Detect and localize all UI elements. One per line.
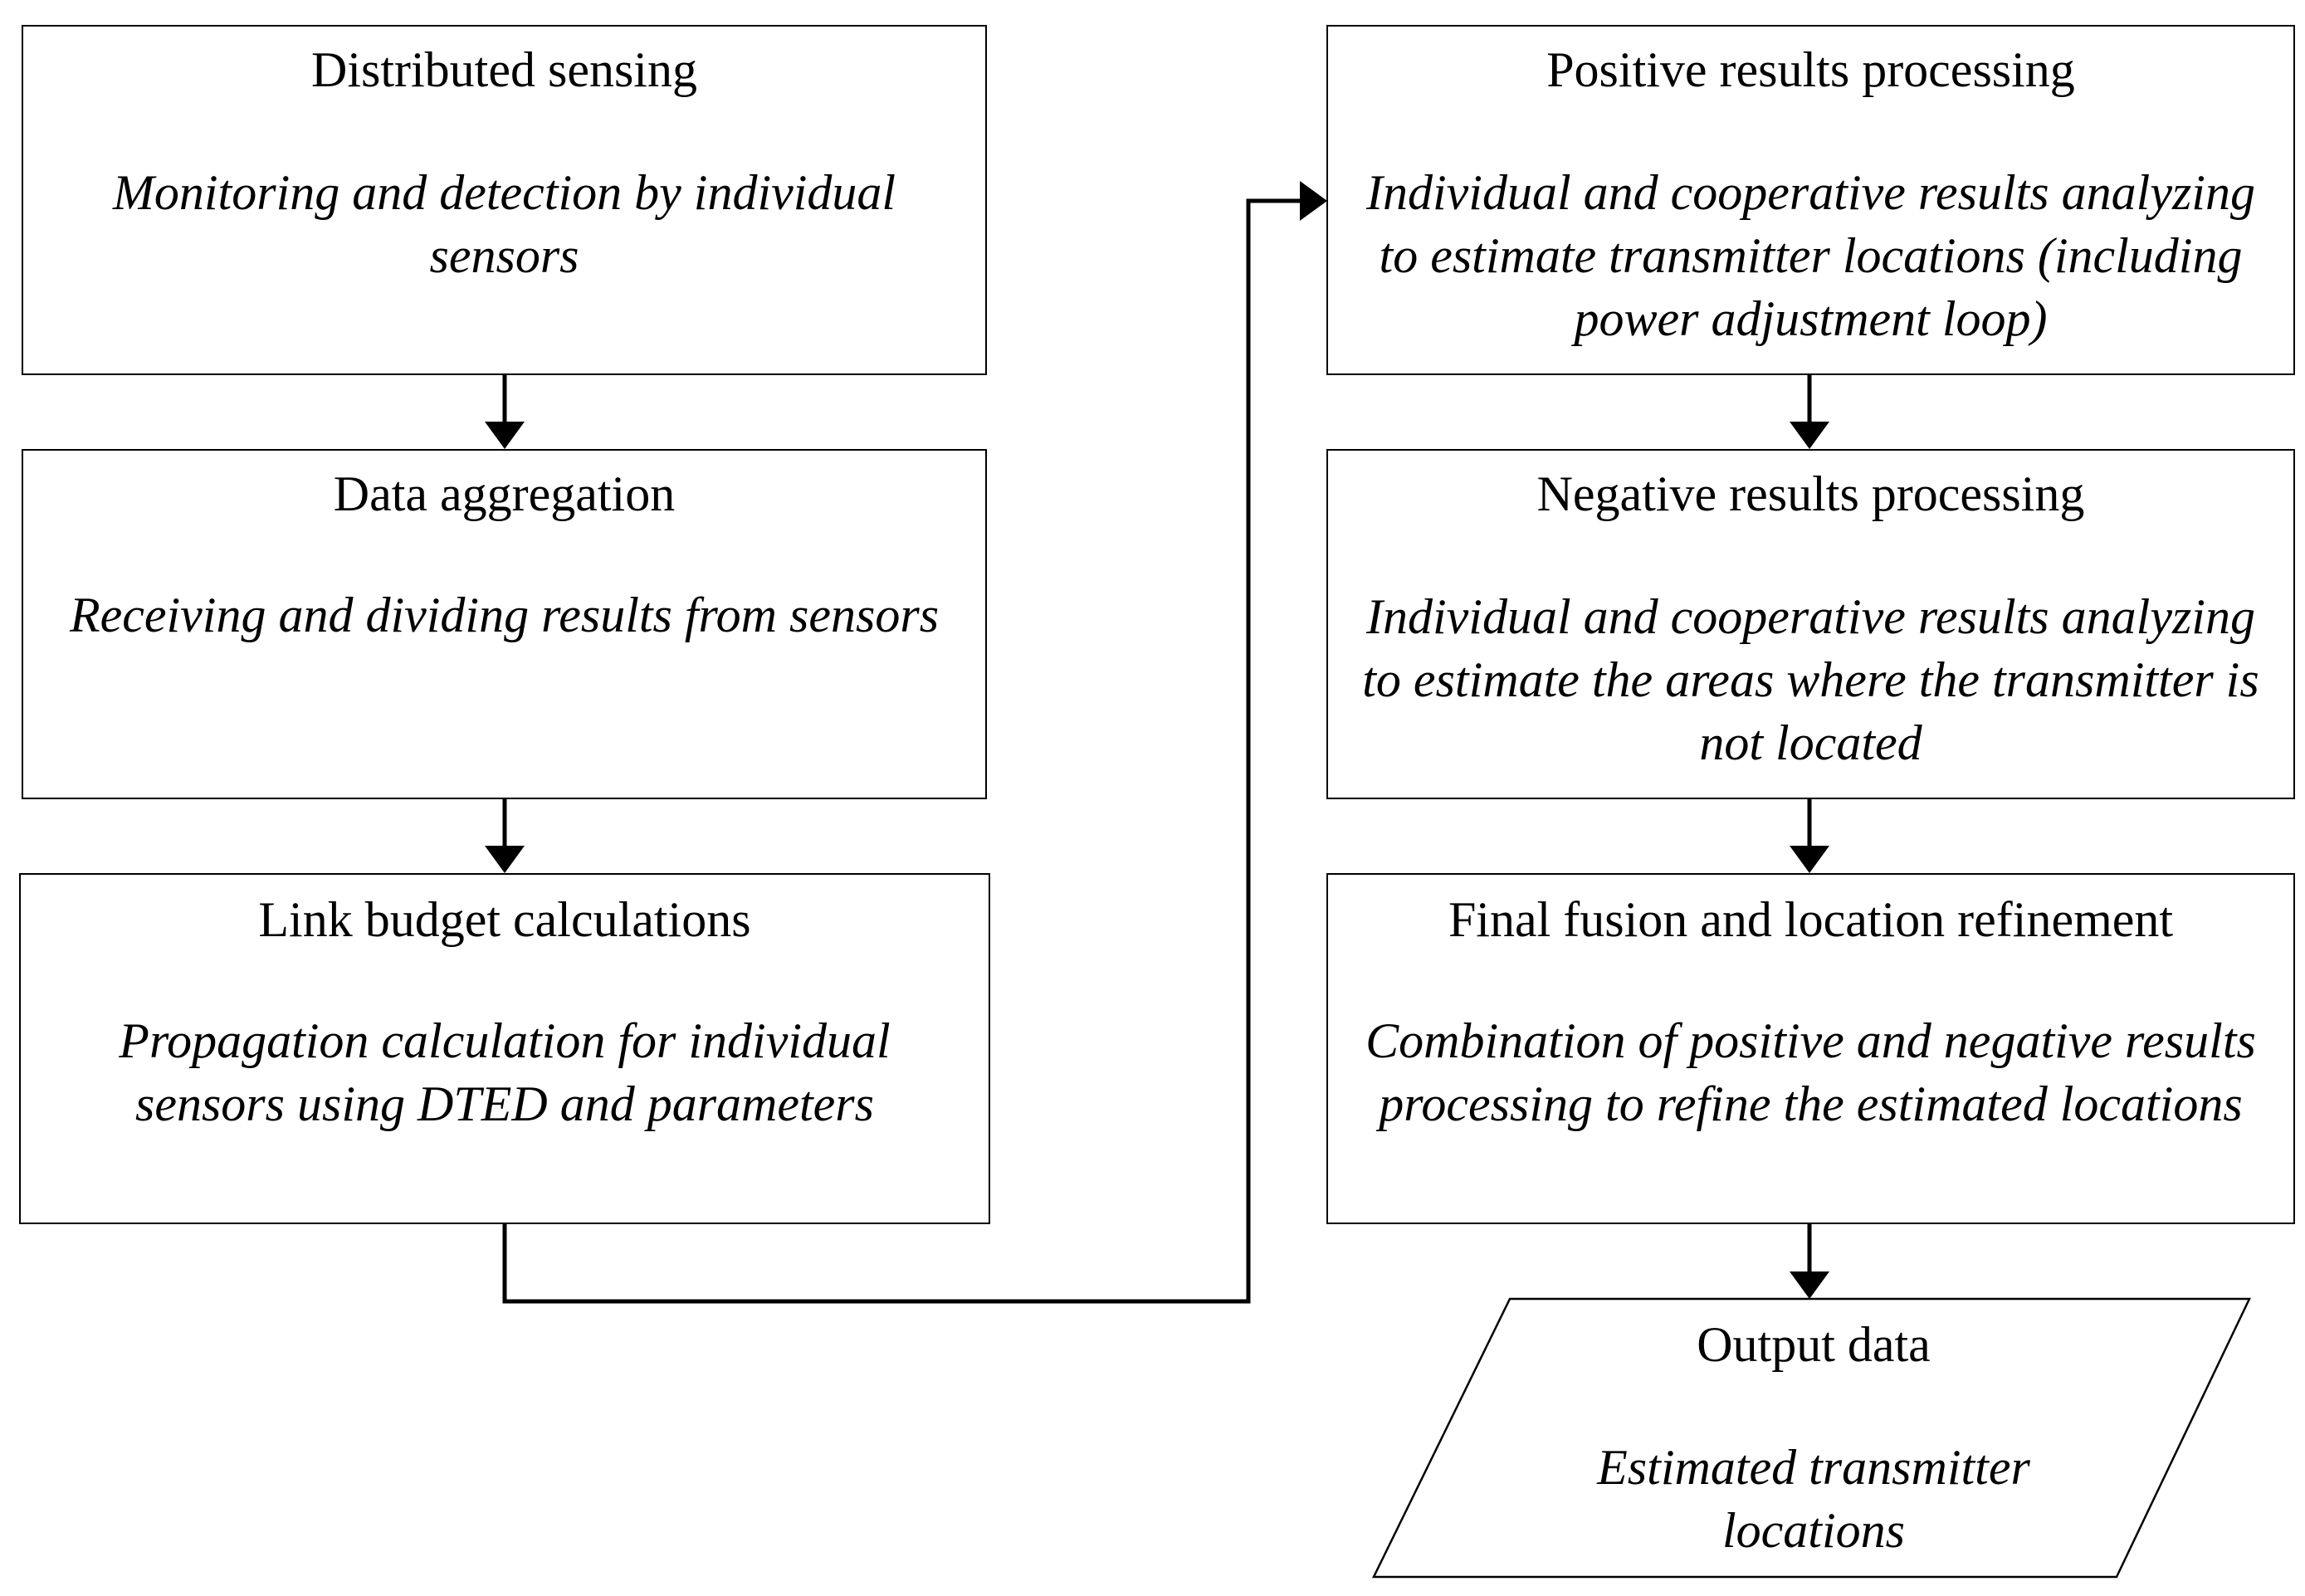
node-title: Link budget calculations [258, 892, 751, 947]
arrowhead-negative [1790, 422, 1829, 449]
arrowhead-final [1790, 846, 1829, 873]
node-link-budget: Link budget calculations Propagation cal… [19, 873, 990, 1224]
arrow-link-budget-to-positive [502, 198, 1303, 1304]
node-title: Distributed sensing [311, 42, 697, 97]
node-title: Final fusion and location refinement [1448, 892, 2174, 947]
node-description: Combination of positive and negative res… [1365, 1013, 2256, 1131]
output-data-description: Estimated transmitter locations [1597, 1440, 2030, 1558]
node-distributed-sensing: Distributed sensing Monitoring and detec… [22, 25, 987, 375]
node-description: Individual and cooperative results analy… [1362, 589, 2259, 770]
node-positive-results: Positive results processing Individual a… [1326, 25, 2295, 375]
node-description: Propagation calculation for individual s… [119, 1013, 891, 1131]
output-data-title: Output data [1697, 1317, 1931, 1372]
node-title: Positive results processing [1546, 42, 2075, 97]
node-data-aggregation: Data aggregation Receiving and dividing … [22, 449, 987, 799]
node-final-fusion: Final fusion and location refinement Com… [1326, 873, 2295, 1224]
arrowhead-aggregation [485, 422, 525, 449]
node-title: Data aggregation [333, 466, 676, 521]
node-title: Negative results processing [1536, 466, 2085, 521]
arrowhead-output [1790, 1271, 1829, 1299]
node-description: Receiving and dividing results from sens… [69, 588, 940, 642]
node-description: Individual and cooperative results analy… [1366, 165, 2255, 346]
node-negative-results: Negative results processing Individual a… [1326, 449, 2295, 799]
arrowhead-positive [1300, 181, 1327, 221]
arrowhead-link-budget [485, 846, 525, 873]
node-description: Monitoring and detection by individual s… [112, 165, 896, 283]
